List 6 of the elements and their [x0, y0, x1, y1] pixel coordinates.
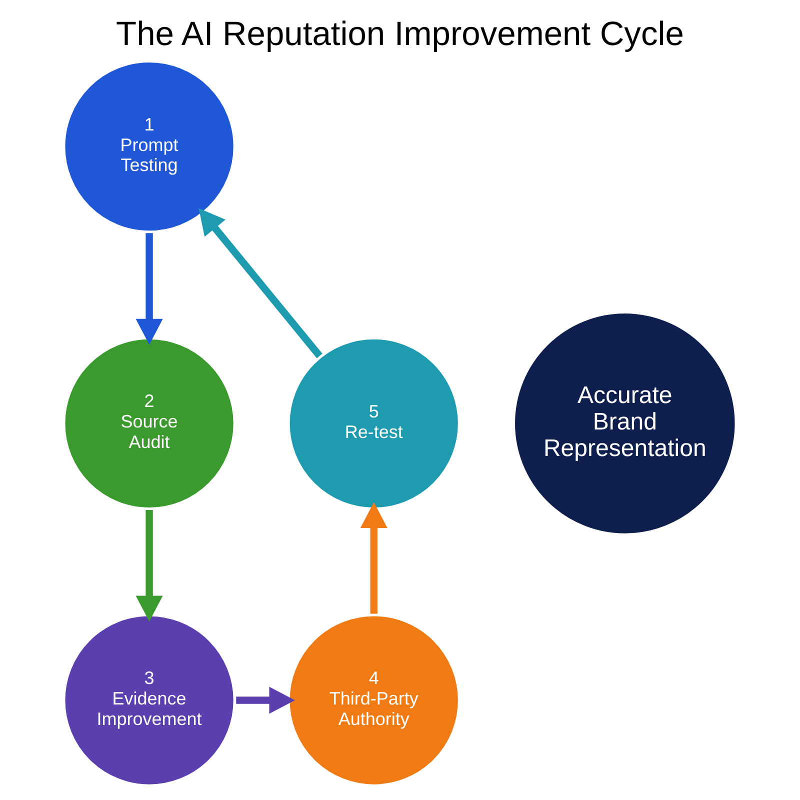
arrow: [136, 510, 163, 622]
arrow: [136, 233, 163, 345]
diagram-title: The AI Reputation Improvement Cycle: [116, 16, 684, 53]
arrow: [198, 208, 322, 358]
arrow: [360, 502, 388, 614]
arrow: [236, 686, 295, 714]
